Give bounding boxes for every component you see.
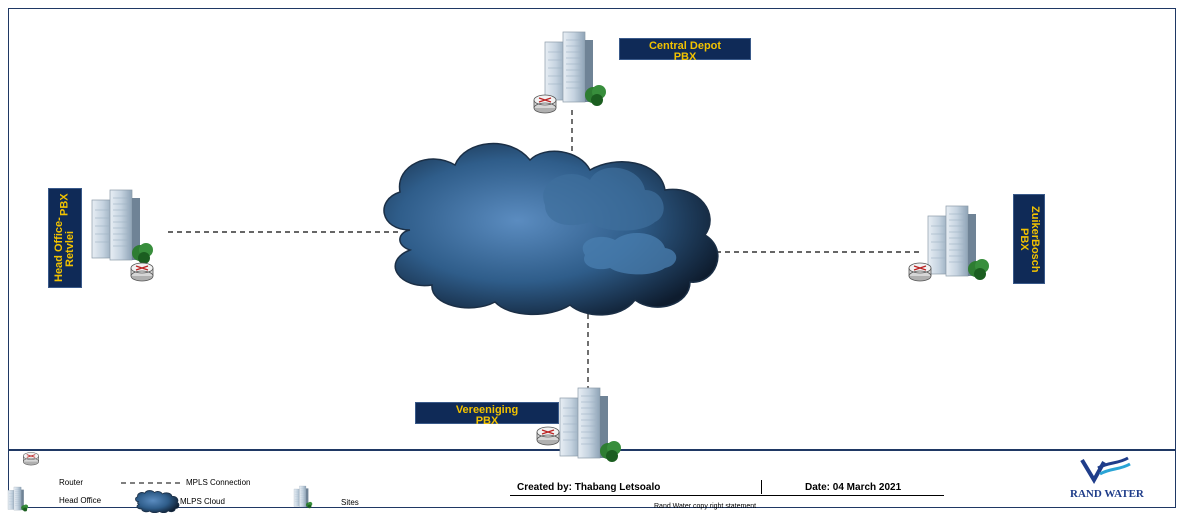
- cloud-icon: [135, 490, 180, 513]
- footer-separator: [761, 480, 762, 494]
- vereeniging-label: Vereeniging PBX: [415, 402, 559, 427]
- date-text: Date: 04 March 2021: [805, 482, 902, 493]
- created-by-text: Created by: Thabang Letsoalo: [517, 482, 661, 493]
- diagram-frame: [8, 8, 1176, 508]
- zuikerbosch-label: ZuikerBosch PBX: [1013, 194, 1045, 284]
- copyright-text: Rand Water copy right statement: [654, 503, 757, 510]
- legend-head-office-label: Head Office: [59, 496, 102, 505]
- router-icon: [908, 262, 932, 282]
- building-icon: [927, 205, 990, 281]
- rand-water-logo: [1080, 456, 1131, 484]
- central-depot-label: Central Depot PBX: [619, 38, 751, 63]
- head-office-label: Head Office-Retvlei PBX: [48, 188, 82, 288]
- router-icon: [533, 94, 557, 114]
- head-office-site: [91, 189, 154, 282]
- footer-underline: [510, 495, 944, 496]
- mpls-cloud-icon: [383, 142, 719, 316]
- vereeniging-name: Vereeniging: [455, 404, 519, 416]
- zuikerbosch-site: [908, 205, 990, 282]
- vereeniging-pbx: PBX: [475, 415, 499, 427]
- central-depot-name: Central Depot: [648, 40, 722, 52]
- legend-router-label: Router: [59, 478, 84, 487]
- central-depot-pbx: PBX: [673, 51, 697, 63]
- building-icon: [293, 485, 313, 509]
- legend-mpls-connection-label: MPLS Connection: [186, 478, 251, 487]
- router-icon: [130, 262, 154, 282]
- head-office-name: Head Office-Retvlei: [53, 216, 76, 282]
- central-depot-site: [533, 31, 607, 114]
- legend-icons: [7, 452, 313, 513]
- router-icon: [536, 426, 560, 446]
- legend-cloud-label: MLPS Cloud: [180, 497, 225, 506]
- zuikerbosch-name: ZuikerBosch PBX: [1018, 205, 1041, 273]
- router-icon: [22, 452, 40, 466]
- building-icon: [7, 486, 29, 512]
- mpls-links: [168, 110, 922, 388]
- building-icon: [91, 189, 154, 265]
- head-office-pbx: PBX: [58, 193, 71, 216]
- rand-water-brand: RAND WATER: [1070, 488, 1144, 500]
- building-icon: [559, 387, 622, 463]
- building-icon: [544, 31, 607, 107]
- legend-sites-label: Sites: [341, 498, 359, 507]
